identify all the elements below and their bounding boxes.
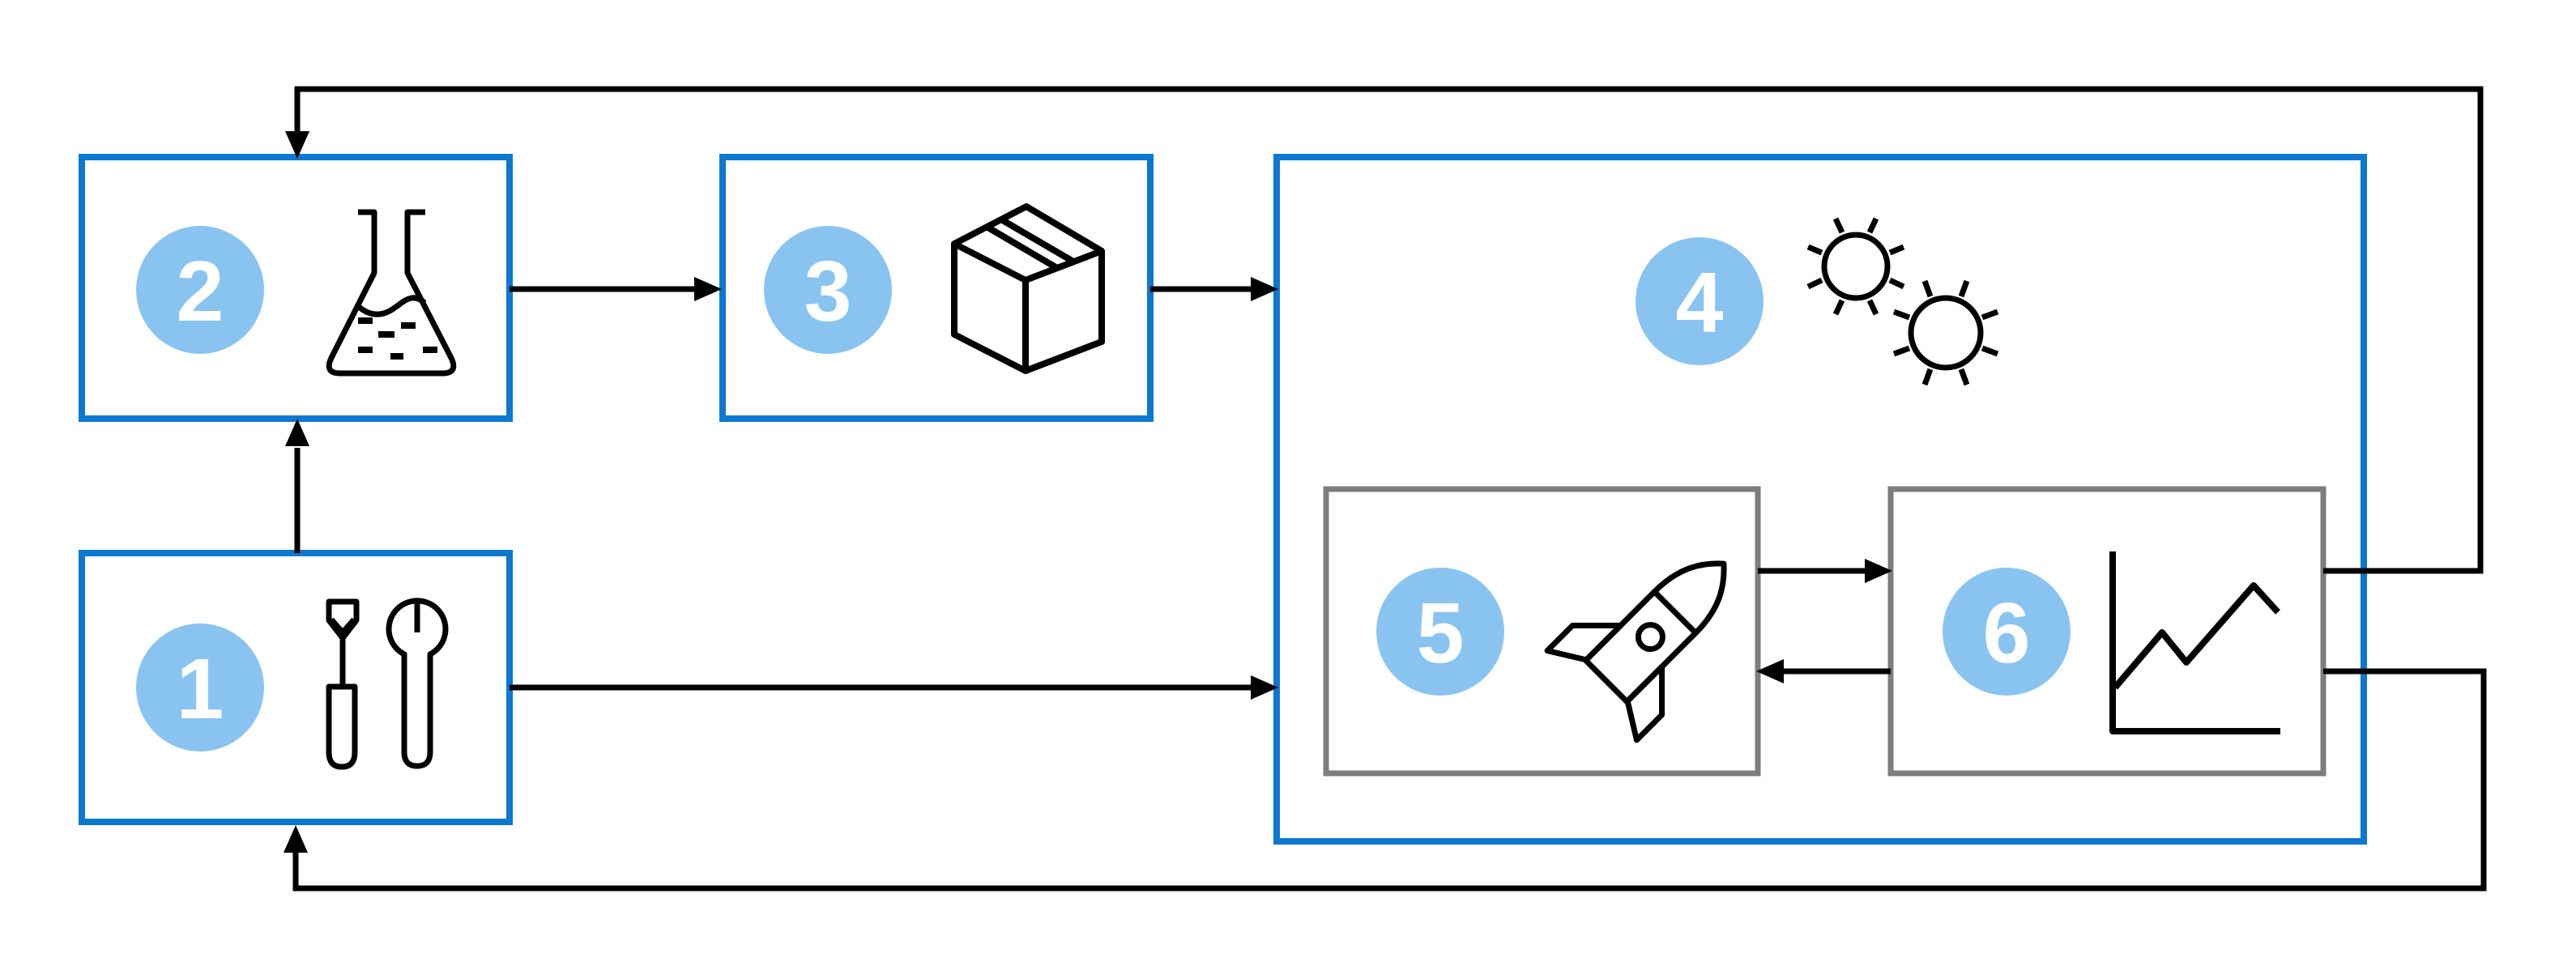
arrowhead-right-icon bbox=[1251, 675, 1278, 700]
step-4-badge: 4 bbox=[1636, 237, 1764, 365]
arrowhead-left-icon bbox=[1756, 659, 1784, 683]
step-6-badge: 6 bbox=[1943, 568, 2071, 696]
arrowhead-right-icon bbox=[1865, 559, 1892, 583]
arrowhead-right-icon bbox=[694, 277, 722, 301]
step-6-box bbox=[1887, 486, 2327, 777]
arrowhead-down-icon bbox=[285, 131, 309, 159]
arrowhead-up-icon bbox=[284, 825, 308, 853]
step-6-number: 6 bbox=[1983, 585, 2031, 681]
step-2-badge: 2 bbox=[136, 226, 264, 354]
arrowhead-up-icon bbox=[285, 419, 309, 446]
edge-5-to-6 bbox=[1758, 559, 1892, 583]
edge-3-to-4 bbox=[1150, 277, 1278, 301]
edge-2-to-3 bbox=[510, 277, 722, 301]
step-4-number: 4 bbox=[1676, 255, 1724, 351]
step-5-badge: 5 bbox=[1376, 568, 1504, 696]
tools-icon bbox=[326, 598, 449, 770]
step-2-number: 2 bbox=[177, 244, 224, 339]
feedback-top-loop-6-to-2 bbox=[285, 86, 2484, 574]
flask-icon bbox=[326, 209, 457, 377]
rocket-icon bbox=[1544, 560, 1727, 743]
edge-6-to-5 bbox=[1756, 659, 1891, 683]
edge-1-to-4 bbox=[510, 675, 1278, 700]
feedback-bottom-loop-6-to-1 bbox=[284, 668, 2487, 892]
suns-icon bbox=[1806, 217, 1999, 386]
arrowhead-right-icon bbox=[1251, 277, 1278, 301]
chart-icon bbox=[2109, 551, 2280, 734]
step-3-number: 3 bbox=[804, 244, 852, 339]
step-5-number: 5 bbox=[1417, 585, 1465, 681]
step-1-number: 1 bbox=[177, 641, 224, 737]
edge-1-to-2 bbox=[285, 419, 309, 553]
package-icon bbox=[951, 203, 1105, 374]
step-1-badge: 1 bbox=[136, 624, 264, 751]
step-3-badge: 3 bbox=[764, 226, 892, 354]
